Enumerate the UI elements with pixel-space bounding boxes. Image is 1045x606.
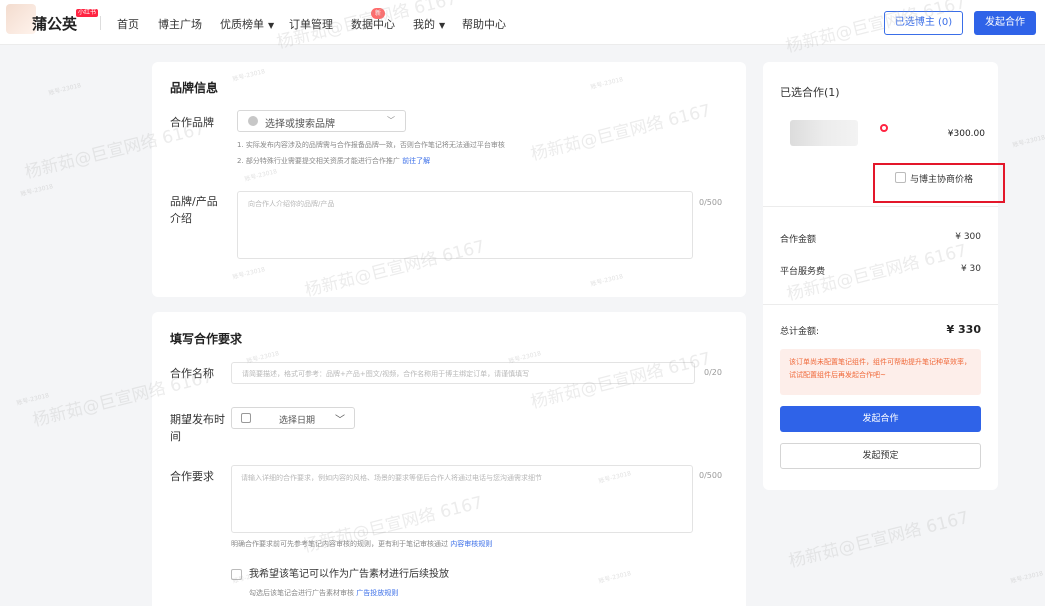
logo-text[interactable]: 蒲公英: [32, 15, 78, 33]
coop-name-input[interactable]: 请简要描述，格式可参考：品牌+产品+图文/视频，合作名称用于博主绑定订单，请谨慎…: [231, 362, 695, 384]
nav-data-center[interactable]: 数据中心: [351, 18, 395, 31]
amount-label: 合作金额: [780, 235, 817, 245]
amount-value: ¥ 300: [955, 232, 981, 242]
total-label: 总计金额:: [780, 327, 820, 337]
negotiate-price-checkbox[interactable]: [895, 172, 906, 183]
top-navbar: 蒲公英 小红书 首页 博主广场 优质榜单 ▼ 订单管理 数据中心 新 我的 ▼ 帮助…: [0, 0, 1045, 45]
brand-select-placeholder: 选择或搜索品牌: [265, 119, 335, 130]
highlight-frame: [873, 163, 1005, 203]
watermark-small: 账号-23018: [1011, 134, 1045, 149]
nav-mine-label: 我的: [413, 18, 435, 31]
item-price: ¥300.00: [947, 129, 985, 139]
blogger-thumbnail: [790, 120, 858, 146]
calendar-icon: [241, 413, 251, 423]
component-notice: 该订单尚未配置笔记组件，组件可帮助提升笔记种草效率，试试配置组件后再发起合作吧~: [780, 349, 981, 395]
launch-cooperation-button[interactable]: 发起合作: [780, 406, 981, 432]
requirements-textarea[interactable]: 请输入详细的合作要求，例如内容的风格、场景的要求等便后合作人将通过电话与您沟通需…: [231, 465, 693, 533]
side-divider: [763, 206, 998, 207]
service-fee-value: ¥ 30: [960, 264, 981, 274]
brand-hint-2-text: 2. 部分特殊行业需要提交相关资质才能进行合作推广: [237, 157, 400, 165]
publish-time-label: 期望发布时间: [170, 411, 225, 445]
brand-info-card: 品牌信息 合作品牌 选择或搜索品牌 ﹀ 1. 实际发布内容涉及的品牌需与合作报备…: [152, 62, 746, 297]
requirements-hint: 明确合作要求前可先参考笔记内容审核的规则，更有利于笔记审核通过 内容审核规则: [231, 539, 492, 549]
watermark: 杨新茹@巨宣网络 6167: [786, 507, 971, 572]
watermark-small: 账号-23018: [15, 392, 50, 407]
nav-home[interactable]: 首页: [117, 18, 139, 31]
nav-top-lists-label: 优质榜单: [220, 18, 264, 31]
chevron-down-icon: ▼: [439, 21, 446, 30]
brand-intro-textarea[interactable]: 向合作人介绍你的品牌/产品: [237, 191, 693, 259]
watermark-small: 账号-23018: [1009, 570, 1044, 585]
requirements-placeholder: 请输入详细的合作要求，例如内容的风格、场景的要求等便后合作人将通过电话与您沟通需…: [241, 474, 542, 482]
date-placeholder: 选择日期: [279, 416, 316, 426]
ad-material-hint: 勾选后该笔记会进行广告素材审核 广告投放规则: [249, 588, 398, 598]
ad-rules-link[interactable]: 广告投放规则: [356, 589, 399, 597]
chevron-down-icon: ﹀: [335, 415, 345, 426]
status-dot-icon: [880, 124, 888, 132]
coop-name-placeholder: 请简要描述，格式可参考：品牌+产品+图文/视频，合作名称用于博主绑定订单，请谨慎…: [242, 370, 530, 378]
coop-name-label: 合作名称: [170, 367, 214, 380]
requirements-counter: 0/500: [699, 471, 723, 480]
brand-label: 合作品牌: [170, 116, 214, 129]
total-value: ¥ 330: [946, 323, 981, 336]
ad-material-checkbox[interactable]: [231, 569, 242, 580]
launch-cooperation-top-button[interactable]: 发起合作: [974, 11, 1036, 35]
nav-blogger-square[interactable]: 博主广场: [158, 18, 202, 31]
nav-top-lists[interactable]: 优质榜单 ▼: [220, 16, 274, 32]
brand-intro-placeholder: 向合作人介绍你的品牌/产品: [248, 200, 335, 208]
user-avatar[interactable]: [6, 4, 36, 34]
watermark-small: 账号-23018: [19, 183, 54, 198]
intro-label-line2: 介绍: [170, 212, 192, 225]
content-review-rules-link[interactable]: 内容审核规则: [450, 540, 493, 548]
coop-name-counter: 0/20: [704, 368, 722, 377]
chevron-down-icon: ▼: [268, 21, 275, 30]
publish-time-label-line2: 间: [170, 430, 181, 443]
nav-order-management[interactable]: 订单管理: [289, 18, 333, 31]
selected-cooperation-panel: 已选合作(1) ¥300.00 与博主协商价格 合作金额 ¥ 300 平台服务费…: [763, 62, 1005, 490]
side-divider: [763, 304, 998, 305]
requirements-title: 填写合作要求: [170, 332, 243, 346]
ad-material-label[interactable]: 我希望该笔记可以作为广告素材进行后续投放: [249, 569, 449, 580]
selected-cooperation-title: 已选合作(1): [780, 86, 840, 99]
negotiate-price-label[interactable]: 与博主协商价格: [910, 175, 974, 185]
brand-intro-counter: 0/500: [699, 198, 723, 207]
watermark-small: 账号-23018: [47, 82, 82, 97]
publish-time-label-line1: 期望发布时: [170, 413, 225, 426]
brand-hint-2: 2. 部分特殊行业需要提交相关资质才能进行合作推广 前往了解: [237, 156, 430, 166]
ad-material-hint-text: 勾选后该笔记会进行广告素材审核: [249, 589, 354, 597]
user-circle-icon: [248, 116, 258, 126]
selected-bloggers-button[interactable]: 已选博主 (0): [884, 11, 963, 35]
launch-reservation-button[interactable]: 发起预定: [780, 443, 981, 469]
new-badge: 新: [371, 8, 385, 19]
intro-label-line1: 品牌/产品: [170, 195, 218, 208]
requirements-hint-text: 明确合作要求前可先参考笔记内容审核的规则，更有利于笔记审核通过: [231, 540, 448, 548]
learn-more-link[interactable]: 前往了解: [402, 157, 431, 165]
intro-label: 品牌/产品介绍: [170, 193, 218, 227]
brand-hint-1: 1. 实际发布内容涉及的品牌需与合作报备品牌一致，否则合作笔记将无法通过平台审核: [237, 141, 505, 149]
logo-badge: 小红书: [76, 9, 99, 17]
brand-info-title: 品牌信息: [170, 81, 219, 95]
nav-help-center[interactable]: 帮助中心: [462, 18, 506, 31]
service-fee-label: 平台服务费: [780, 267, 826, 277]
requirements-card: 填写合作要求 合作名称 请简要描述，格式可参考：品牌+产品+图文/视频，合作名称…: [152, 312, 746, 606]
date-picker[interactable]: 选择日期 ﹀: [231, 407, 355, 429]
requirements-label: 合作要求: [170, 470, 214, 483]
chevron-down-icon: ﹀: [387, 116, 395, 125]
nav-divider: [100, 16, 101, 30]
brand-select[interactable]: 选择或搜索品牌 ﹀: [237, 110, 406, 132]
nav-mine[interactable]: 我的 ▼: [413, 16, 445, 32]
